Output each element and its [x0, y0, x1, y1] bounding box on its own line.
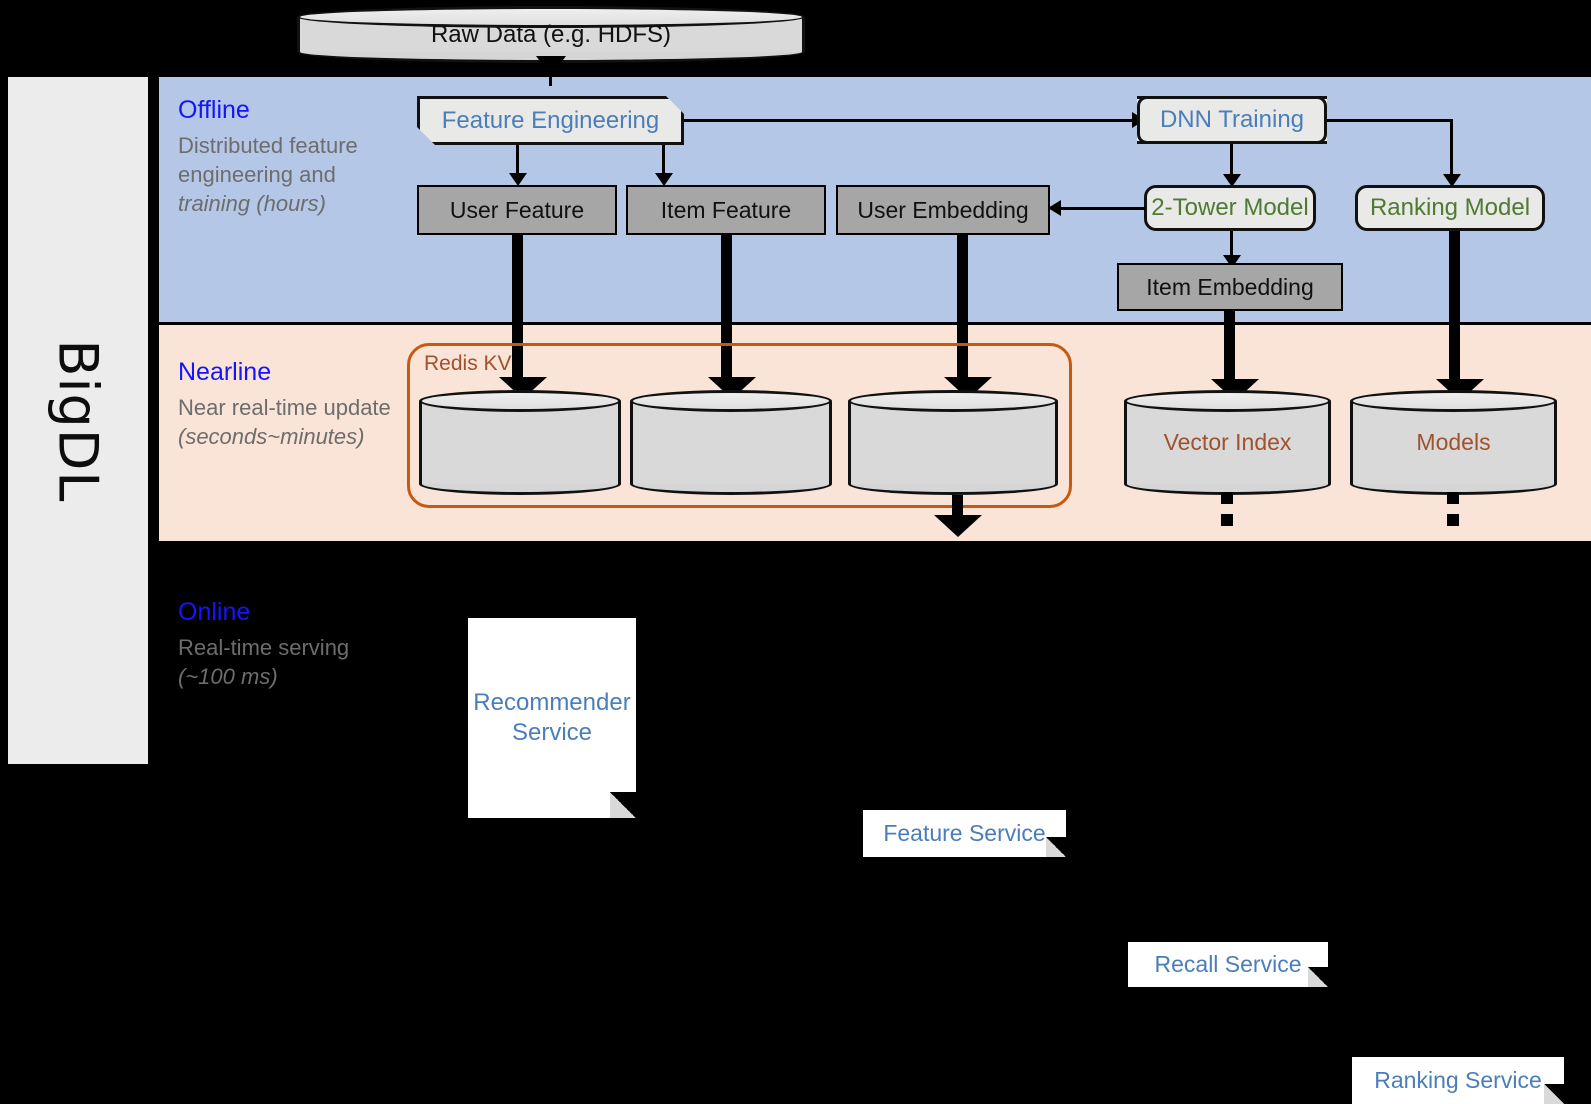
cylinder-body — [1350, 401, 1557, 484]
page-fold-icon — [1544, 1084, 1564, 1104]
nearline-subtitle-italic: (seconds~minutes) — [178, 424, 365, 450]
ranking-model-label: Ranking Model — [1369, 194, 1531, 221]
dnn-training-label: DNN Training — [1159, 106, 1305, 133]
pipe-rankingmodel-models — [1449, 231, 1460, 385]
cylinder-top — [419, 390, 621, 412]
two-tower-model-node[interactable]: 2-Tower Model — [1144, 185, 1316, 231]
nearline-subtitle-text: Near real-time update — [178, 395, 391, 420]
page-fold-icon — [610, 792, 636, 818]
recall-service-node[interactable]: Recall Service — [1128, 942, 1328, 987]
recall-service-label: Recall Service — [1154, 951, 1302, 977]
store-cylinder-user-embedding[interactable] — [848, 390, 1058, 495]
store-cylinder-user-feature[interactable] — [419, 390, 621, 495]
user-embedding-node[interactable]: User Embedding — [836, 185, 1050, 235]
online-subtitle: Real-time serving (~100 ms) — [178, 633, 378, 691]
ranking-service-node[interactable]: Ranking Service — [1352, 1057, 1564, 1104]
page-fold-icon — [1308, 967, 1328, 987]
ranking-model-node[interactable]: Ranking Model — [1355, 185, 1545, 231]
models-cylinder[interactable]: Models — [1350, 390, 1557, 495]
store-label — [419, 390, 621, 495]
redis-kv-container — [407, 343, 1072, 508]
online-caption: Online Real-time serving (~100 ms) — [178, 598, 378, 691]
item-embedding-node[interactable]: Item Embedding — [1117, 263, 1343, 311]
dash-stub-vectorindex-1 — [1221, 492, 1233, 504]
band-online — [159, 544, 1591, 789]
arrowhead-redis-featureservice — [934, 515, 982, 537]
nearline-caption: Nearline Near real-time update (seconds~… — [178, 358, 408, 451]
edge-fe-itemfeature — [662, 145, 665, 177]
arrowhead-dnn-twotower — [1223, 174, 1241, 187]
bigdl-rail: BigDL — [8, 77, 148, 764]
offline-subtitle: Distributed feature engineering and trai… — [178, 131, 378, 218]
edge-dnn-ranking-v — [1450, 119, 1453, 178]
pipe-redis-featureservice — [952, 495, 963, 519]
arrowhead-rawdata-fe — [536, 56, 566, 76]
arrowhead-fe-itemfeature — [655, 173, 673, 186]
recommender-service-label: Recommender Service — [473, 689, 631, 746]
cylinder-top — [630, 390, 832, 412]
store-label — [848, 390, 1058, 495]
nearline-title: Nearline — [178, 358, 272, 386]
models-label: Models — [1416, 429, 1491, 455]
cylinder-top — [1350, 390, 1557, 412]
bracket-right — [1313, 96, 1327, 144]
dash-stub-models-2 — [1447, 514, 1459, 526]
dash-stub-vectorindex-2 — [1221, 514, 1233, 526]
bracket-fill — [1137, 96, 1327, 144]
item-feature-node[interactable]: Item Feature — [626, 185, 826, 235]
pipe-itemembedding-vectorindex — [1224, 311, 1235, 385]
raw-data-cylinder: Raw Data (e.g. HDFS) — [297, 6, 805, 63]
edge-fe-userfeature — [516, 145, 519, 177]
raw-data-label: Raw Data (e.g. HDFS) — [430, 20, 672, 48]
cylinder-top — [1124, 390, 1331, 412]
cylinder-top — [297, 6, 805, 28]
bracket-left — [1137, 96, 1151, 144]
edge-dnn-ranking-h — [1327, 119, 1452, 122]
user-embedding-label: User Embedding — [857, 196, 1029, 223]
user-feature-node[interactable]: User Feature — [417, 185, 617, 235]
redis-kv-label: Redis KV — [424, 352, 512, 375]
cylinder-body — [630, 401, 832, 484]
offline-subtitle-text: Distributed feature engineering and — [178, 133, 358, 188]
feature-engineering-label: Feature Engineering — [441, 106, 660, 134]
ranking-service-label: Ranking Service — [1374, 1067, 1542, 1093]
recommender-service-node[interactable]: Recommender Service — [468, 618, 636, 818]
online-subtitle-text: Real-time serving — [178, 635, 350, 660]
arrowhead-fe-userfeature — [509, 173, 527, 186]
edge-fe-dnn — [684, 119, 1138, 122]
vector-index-label: Vector Index — [1163, 429, 1292, 455]
item-embedding-label: Item Embedding — [1146, 273, 1314, 300]
edge-twotower-itemembedding — [1230, 231, 1233, 259]
cylinder-top — [848, 390, 1058, 412]
edge-dnn-twotower — [1230, 144, 1233, 178]
vector-index-cylinder[interactable]: Vector Index — [1124, 390, 1331, 495]
feature-service-node[interactable]: Feature Service — [863, 810, 1066, 857]
cylinder-body — [419, 401, 621, 484]
dash-stub-models-1 — [1447, 492, 1459, 504]
offline-subtitle-italic: training (hours) — [178, 191, 326, 217]
online-title: Online — [178, 598, 251, 626]
arrowhead-dnn-ranking — [1443, 174, 1461, 187]
feature-service-label: Feature Service — [883, 820, 1046, 846]
pipe-userembedding-store — [957, 235, 968, 383]
cylinder-body — [848, 401, 1058, 484]
edge-twotower-userembedding — [1057, 207, 1145, 210]
user-feature-label: User Feature — [449, 196, 585, 223]
feature-engineering-node[interactable]: Feature Engineering — [417, 96, 684, 145]
bigdl-label: BigDL — [46, 339, 110, 502]
item-feature-label: Item Feature — [660, 196, 792, 223]
arrowhead-twotower-userembedding — [1048, 200, 1061, 216]
offline-title: Offline — [178, 96, 250, 124]
pipe-userfeature-store — [512, 235, 523, 383]
store-cylinder-item-feature[interactable] — [630, 390, 832, 495]
pipe-itemfeature-store — [721, 235, 732, 383]
online-subtitle-italic: (~100 ms) — [178, 664, 278, 690]
store-label — [630, 390, 832, 495]
page-fold-icon — [1046, 837, 1066, 857]
offline-caption: Offline Distributed feature engineering … — [178, 96, 378, 218]
two-tower-model-label: 2-Tower Model — [1151, 194, 1309, 221]
cylinder-body — [1124, 401, 1331, 484]
nearline-subtitle: Near real-time update (seconds~minutes) — [178, 393, 408, 451]
dnn-training-node[interactable]: DNN Training — [1137, 96, 1327, 144]
